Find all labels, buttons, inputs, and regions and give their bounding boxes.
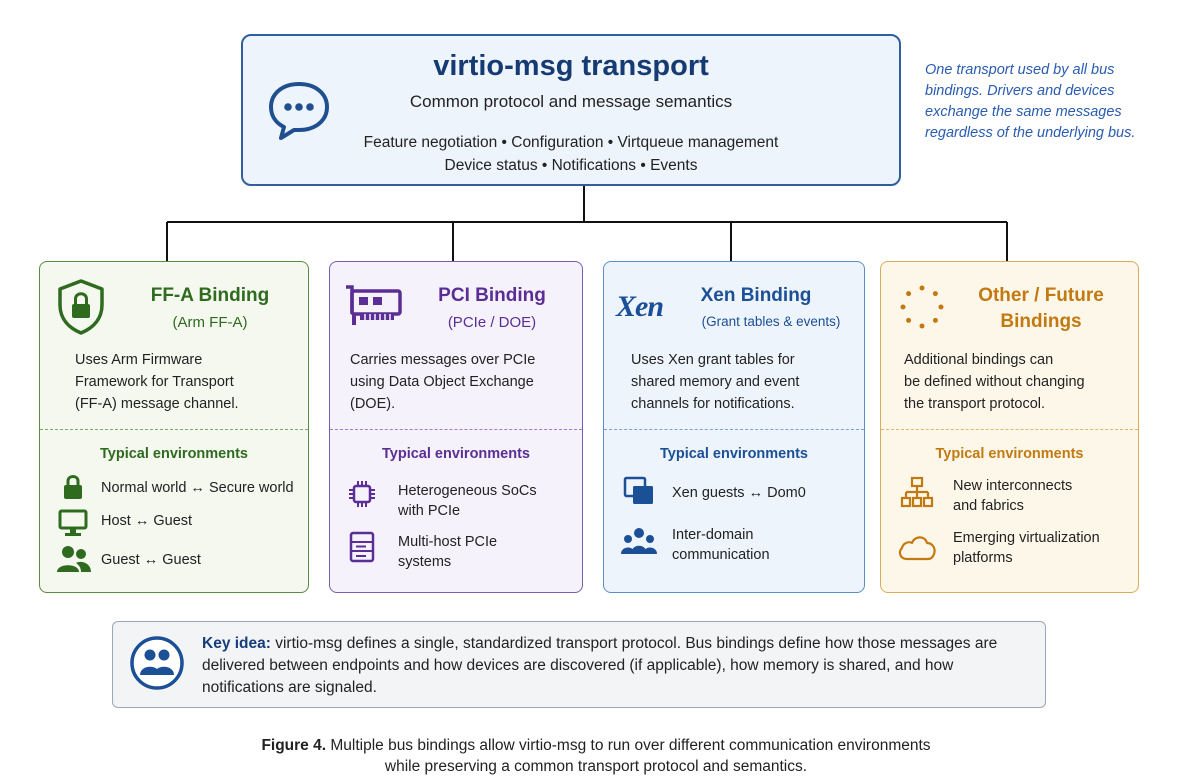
env-item: Guest ↔ Guest xyxy=(101,552,201,568)
env-line: Multi-host PCIe xyxy=(398,534,498,550)
divider xyxy=(881,429,1138,430)
env-heading: Typical environments xyxy=(382,446,530,462)
desc-line: Carries messages over PCIe xyxy=(350,352,536,368)
env-line: Emerging virtualization xyxy=(953,530,1100,546)
caption-line-1: Multiple bus bindings allow virtio-msg t… xyxy=(326,737,931,754)
desc-line: Uses Arm Firmware xyxy=(75,352,203,368)
key-idea-text: Key idea: virtio-msg defines a single, s… xyxy=(202,633,1032,699)
figure-label: Figure 4. xyxy=(261,737,327,754)
desc-line: Uses Xen grant tables for xyxy=(631,352,795,368)
group-icon xyxy=(621,528,657,554)
env-line: Heterogeneous SoCs xyxy=(398,483,537,499)
xen-binding-card: Xen Xen Binding (Grant tables & events) … xyxy=(603,261,865,593)
env-heading: Typical environments xyxy=(100,446,248,462)
key-idea-body: virtio-msg defines a single, standardize… xyxy=(202,635,998,696)
pci-description: Carries messages over PCIe using Data Ob… xyxy=(350,349,535,415)
ffa-subtitle: (Arm FF-A) xyxy=(172,314,248,331)
env-item: Emerging virtualization platforms xyxy=(953,528,1100,568)
env-heading: Typical environments xyxy=(935,446,1084,462)
future-title: Other / Future Bindings xyxy=(951,285,1131,333)
caption-line-2: while preserving a common transport prot… xyxy=(384,758,808,775)
transport-subtitle: Common protocol and message semantics xyxy=(409,92,733,111)
env-line: Inter-domain xyxy=(672,527,754,543)
desc-line: using Data Object Exchange xyxy=(350,374,534,390)
env-line: New interconnects xyxy=(953,478,1073,494)
xen-logo: Xen xyxy=(616,290,664,323)
ffa-binding-card: FF-A Binding (Arm FF-A) Uses Arm Firmwar… xyxy=(39,261,309,593)
key-idea-label: Key idea: xyxy=(202,635,271,652)
env-line: and fabrics xyxy=(953,498,1024,514)
xen-subtitle: (Grant tables & events) xyxy=(701,314,841,329)
env-heading: Typical environments xyxy=(660,446,808,462)
env-line: systems xyxy=(398,554,452,570)
cloud-icon xyxy=(898,536,936,561)
ffa-description: Uses Arm Firmware Framework for Transpor… xyxy=(75,349,239,415)
env-line: platforms xyxy=(953,550,1013,566)
future-description: Additional bindings can be defined witho… xyxy=(904,349,1085,415)
future-binding-card: Other / Future Bindings Additional bindi… xyxy=(880,261,1139,593)
lock-icon xyxy=(64,475,82,499)
env-item: Xen guests ↔ Dom0 xyxy=(672,485,806,501)
env-item: Normal world ↔ Secure world xyxy=(101,480,294,496)
desc-line: (FF-A) message channel. xyxy=(75,396,239,412)
figure-caption: Figure 4. Multiple bus bindings allow vi… xyxy=(0,735,1192,777)
dotted-circle-icon xyxy=(900,285,944,329)
env-item: Host ↔ Guest xyxy=(101,513,193,529)
ffa-title: FF-A Binding xyxy=(150,285,270,306)
key-idea-box: Key idea: virtio-msg defines a single, s… xyxy=(112,621,1046,708)
pci-subtitle: (PCIe / DOE) xyxy=(447,314,537,331)
network-tree-icon xyxy=(900,476,934,508)
transport-features: Feature negotiation • Configuration • Vi… xyxy=(243,131,899,177)
xen-description: Uses Xen grant tables for shared memory … xyxy=(631,349,799,415)
env-line: with PCIe xyxy=(398,503,461,519)
divider xyxy=(330,429,582,430)
pci-card-icon xyxy=(346,285,402,325)
users-icon xyxy=(57,546,91,572)
future-title-line: Other / Future xyxy=(978,285,1104,306)
env-line: communication xyxy=(672,547,770,563)
windows-stack-icon xyxy=(623,476,653,504)
future-title-line: Bindings xyxy=(1000,311,1082,332)
people-circle-icon xyxy=(130,636,184,690)
desc-line: the transport protocol. xyxy=(904,396,1046,412)
pci-binding-card: PCI Binding (PCIe / DOE) Carries message… xyxy=(329,261,583,593)
desc-line: shared memory and event xyxy=(631,374,800,390)
chat-bubble-icon xyxy=(269,82,329,140)
features-line-2: Device status • Notifications • Events xyxy=(444,157,698,174)
env-item: Multi-host PCIe systems xyxy=(398,532,497,572)
pci-title: PCI Binding xyxy=(438,285,546,306)
divider xyxy=(40,429,308,430)
desc-line: (DOE). xyxy=(350,396,396,412)
features-line-1: Feature negotiation • Configuration • Vi… xyxy=(363,134,779,151)
desc-line: be defined without changing xyxy=(904,374,1085,390)
transport-box: virtio-msg transport Common protocol and… xyxy=(241,34,901,186)
env-item: Heterogeneous SoCs with PCIe xyxy=(398,481,537,521)
chip-icon xyxy=(349,481,375,507)
transport-title: virtio-msg transport xyxy=(433,50,709,82)
env-item: Inter-domain communication xyxy=(672,525,770,565)
env-item: New interconnects and fabrics xyxy=(953,476,1072,516)
xen-title: Xen Binding xyxy=(700,285,812,306)
shield-lock-icon xyxy=(58,279,104,335)
monitor-icon xyxy=(58,509,88,536)
desc-line: Additional bindings can xyxy=(904,352,1054,368)
divider xyxy=(604,429,864,430)
server-icon xyxy=(349,531,375,563)
desc-line: channels for notifications. xyxy=(631,396,795,412)
side-note: One transport used by all bus bindings. … xyxy=(925,62,1136,141)
desc-line: Framework for Transport xyxy=(75,374,234,390)
